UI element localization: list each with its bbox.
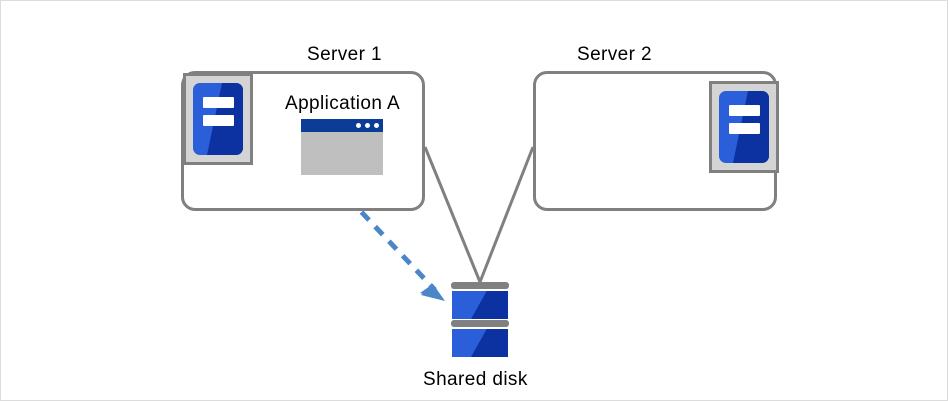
shared-disk-icon: [451, 282, 509, 360]
disk-plate-top: [451, 282, 509, 289]
disk-segment-upper: [452, 291, 508, 319]
connector-server1-to-disk: [423, 146, 482, 283]
server-icon-bar-bottom: [202, 115, 234, 127]
access-arrow-head-fill: [421, 284, 445, 301]
server-icon-chip: [193, 83, 243, 155]
window-dot-icon: [365, 123, 370, 128]
server-icon: [183, 73, 253, 165]
server-icon: [709, 81, 779, 173]
server-icon-chip: [719, 91, 769, 163]
server1-title: Server 1: [307, 44, 383, 65]
server-icon-bar-top: [202, 97, 234, 109]
application-a-label: Application A: [285, 93, 401, 114]
window-titlebar: [301, 119, 383, 132]
window-dot-icon: [356, 123, 361, 128]
disk-plate-middle: [451, 320, 509, 327]
shared-disk-label: Shared disk: [423, 369, 528, 390]
disk-segment-shade: [471, 291, 508, 319]
server-icon-bar-bottom: [728, 123, 760, 135]
connector-server2-to-disk: [478, 146, 535, 283]
disk-segment-lower: [452, 329, 508, 357]
server-icon-bar-top: [728, 105, 760, 117]
application-window-icon: [301, 119, 383, 175]
server2-title: Server 2: [577, 44, 653, 65]
window-dot-icon: [374, 123, 379, 128]
disk-segment-shade: [471, 329, 508, 357]
